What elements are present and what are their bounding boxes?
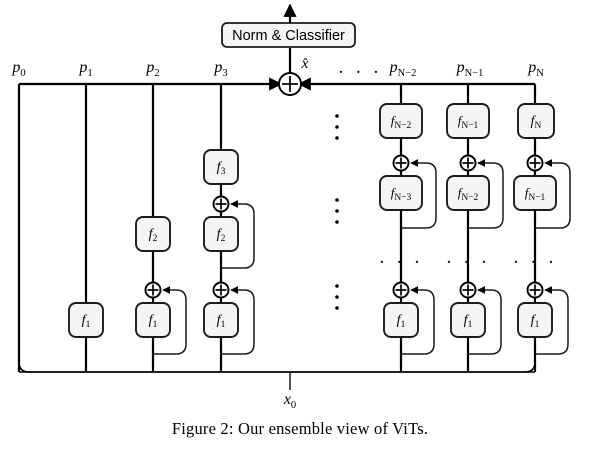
svg-text:fN−1: fN−1: [525, 185, 546, 203]
block-p3-f1[interactable]: f1: [203, 302, 239, 338]
output-sum-node: [278, 72, 302, 96]
svg-text:f1: f1: [149, 313, 158, 330]
block-p3-f2[interactable]: f2: [203, 216, 239, 252]
column-label-pN-2: pN−2: [389, 59, 417, 79]
block-p2-f2[interactable]: f2: [135, 216, 171, 252]
residual-pN-1-top: [468, 159, 504, 229]
norm-classifier-box[interactable]: Norm & Classifier: [221, 22, 356, 48]
svg-text:f1: f1: [397, 313, 406, 330]
svg-text:fN−2: fN−2: [458, 185, 479, 203]
residual-p3-1: [221, 286, 255, 355]
column-label-p3: p3: [213, 59, 227, 79]
vertical-ellipsis-upper: [335, 114, 339, 140]
output-label: x̂: [301, 56, 309, 72]
vertical-ellipsis-lower: [335, 284, 339, 310]
svg-text:f1: f1: [217, 313, 226, 330]
svg-text:fN: fN: [531, 113, 542, 131]
svg-text:f1: f1: [464, 313, 473, 330]
column-label-p2: p2: [145, 59, 159, 79]
block-pN-mid[interactable]: fN−1: [513, 175, 557, 211]
residual-pN-top: [535, 159, 571, 229]
norm-classifier-label: Norm & Classifier: [232, 28, 345, 44]
column-label-pN: pN: [527, 59, 544, 79]
residual-p2-1: [153, 286, 187, 355]
residual-p3-2: [221, 200, 255, 269]
column-ellipsis-pN: · · ·: [513, 252, 557, 273]
svg-text:fN−2: fN−2: [391, 113, 412, 131]
svg-text:f1: f1: [531, 313, 540, 330]
block-p3-f3[interactable]: f3: [203, 149, 239, 185]
svg-text:f2: f2: [217, 227, 226, 244]
vertical-ellipsis-middle: [335, 198, 339, 224]
sum-node-pN-2-bottom: [392, 281, 410, 299]
svg-text:f3: f3: [217, 160, 226, 177]
column-label-pN-1: pN−1: [456, 59, 484, 79]
block-pN-1-f1[interactable]: f1: [450, 302, 486, 338]
sum-node-p2-1: [144, 281, 162, 299]
sum-node-pN-top: [526, 154, 544, 172]
residual-pN-2-bottom: [401, 286, 435, 355]
residual-pN-1-bottom: [468, 286, 502, 355]
column-ellipsis-pN-2: · · ·: [379, 252, 423, 273]
sum-node-pN-1-bottom: [459, 281, 477, 299]
residual-pN-2-top: [401, 159, 437, 229]
column-label-p0: p0: [11, 59, 25, 79]
block-pN-2-mid[interactable]: fN−3: [379, 175, 423, 211]
sum-node-pN-1-top: [459, 154, 477, 172]
block-pN-2-f1[interactable]: f1: [383, 302, 419, 338]
svg-text:fN−1: fN−1: [458, 113, 479, 131]
residual-pN-bottom: [535, 286, 569, 355]
block-pN-1-mid[interactable]: fN−2: [446, 175, 490, 211]
sum-node-pN-bottom: [526, 281, 544, 299]
block-p2-f1[interactable]: f1: [135, 302, 171, 338]
sum-node-pN-2-top: [392, 154, 410, 172]
block-pN-2-top[interactable]: fN−2: [379, 103, 423, 139]
top-bus-ellipsis: · · ·: [338, 62, 382, 83]
sum-node-p3-1: [212, 281, 230, 299]
block-pN-1-top[interactable]: fN−1: [446, 103, 490, 139]
block-p1-f1[interactable]: f1: [68, 302, 104, 338]
svg-text:fN−3: fN−3: [391, 185, 412, 203]
block-pN-top[interactable]: fN: [517, 103, 555, 139]
column-label-p1: p1: [78, 59, 92, 79]
svg-text:f1: f1: [82, 313, 91, 330]
input-label: x0: [283, 391, 296, 410]
column-ellipsis-pN-1: · · ·: [446, 252, 490, 273]
sum-node-p3-2: [212, 195, 230, 213]
svg-text:f2: f2: [149, 227, 158, 244]
figure-caption: Figure 2: Our ensemble view of ViTs.: [171, 419, 429, 438]
block-pN-f1[interactable]: f1: [517, 302, 553, 338]
ensemble-view-diagram: x0 p0 p1 p2 p3 pN−2 pN−1 pN · · ·: [11, 3, 571, 410]
